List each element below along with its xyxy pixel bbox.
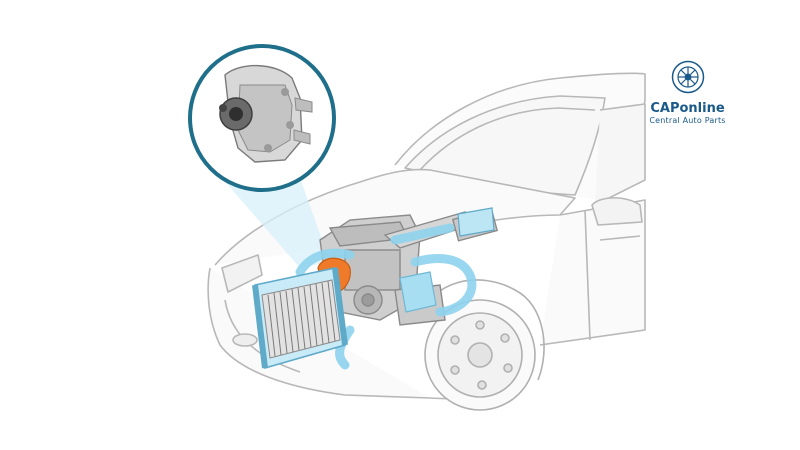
brand-tagline: Central Auto Parts (649, 116, 726, 125)
water-pump-icon (219, 64, 313, 163)
brand-logo: CAPonline Central Auto Parts (640, 60, 735, 126)
water-pump-callout (188, 44, 336, 192)
coolant-hoses (295, 223, 477, 370)
radiator (252, 267, 348, 370)
coolant-reservoir (399, 271, 437, 313)
heater-core (457, 207, 495, 237)
wheel-logo-icon (671, 60, 704, 94)
brand-name: CAPonline (650, 101, 725, 116)
callout-beam (215, 170, 330, 268)
front-wheel (419, 279, 545, 411)
